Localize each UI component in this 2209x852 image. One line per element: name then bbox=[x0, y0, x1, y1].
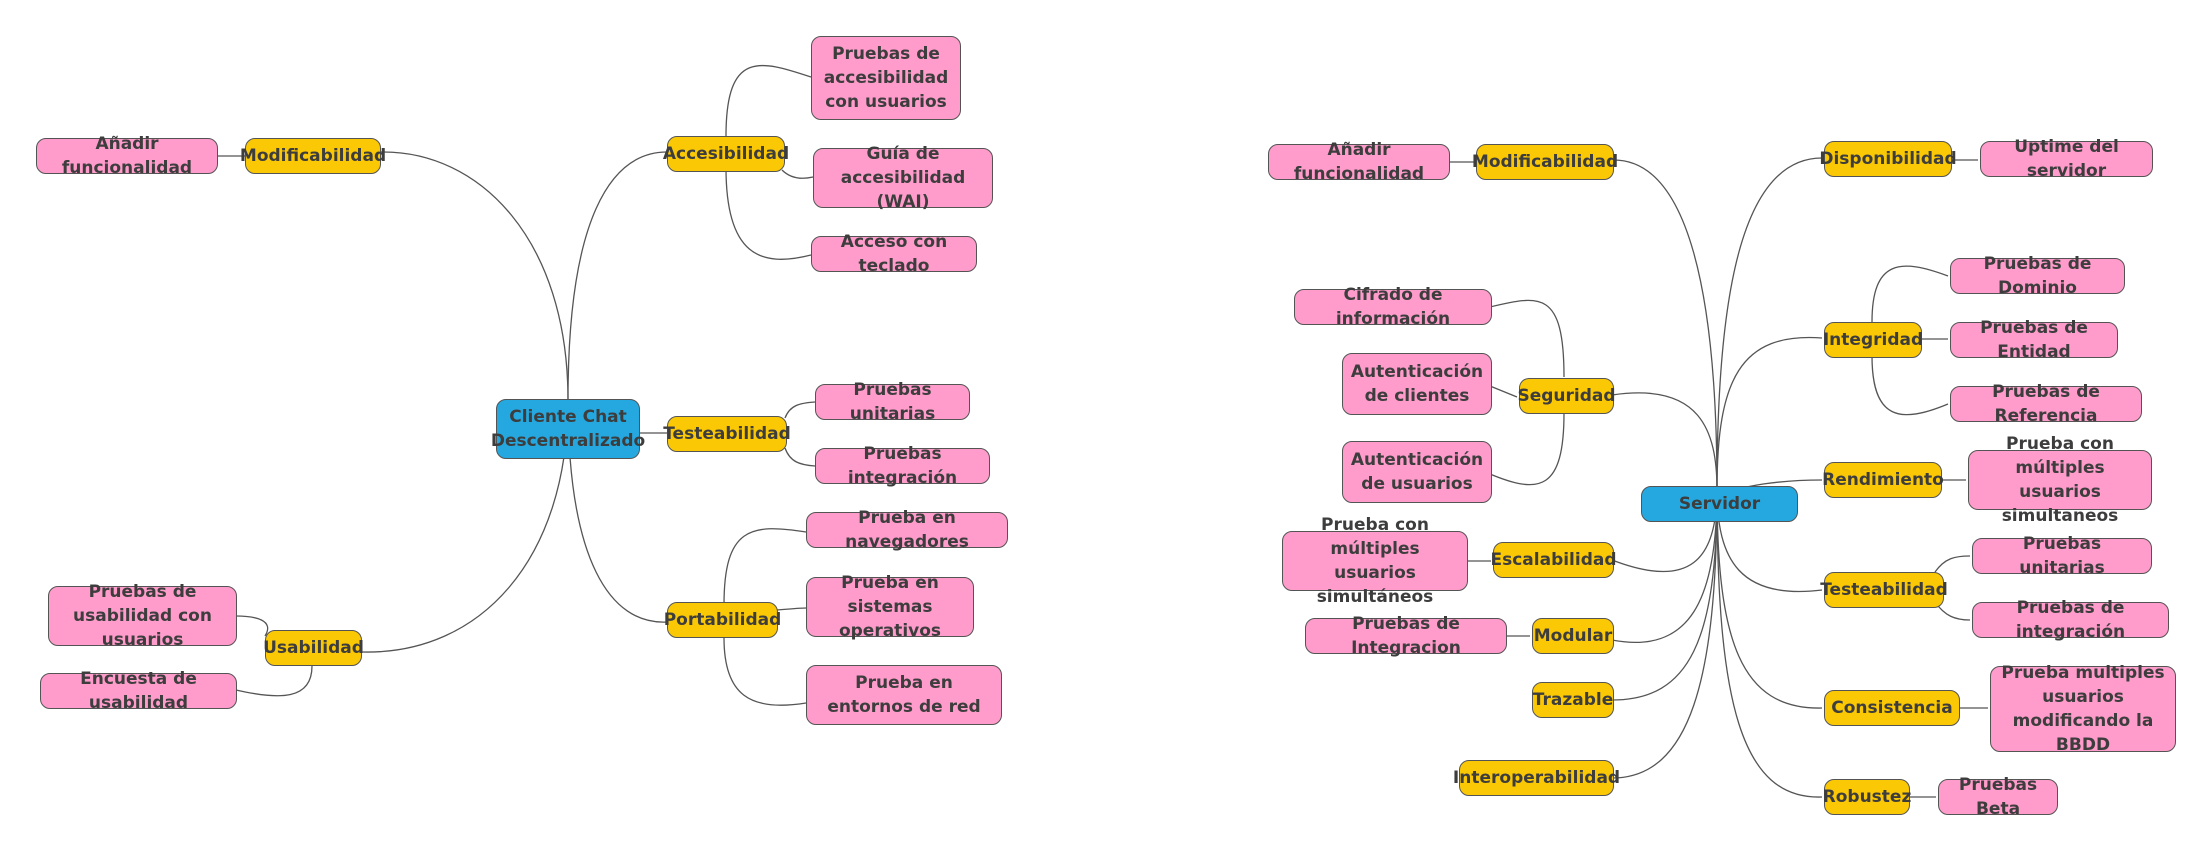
category-accesibilidad[interactable]: Accesibilidad bbox=[663, 136, 789, 172]
leaf-pruebas-referencia[interactable]: Pruebas de Referencia bbox=[1950, 382, 2142, 426]
edge bbox=[1489, 299, 1565, 378]
root-node-servidor[interactable]: Servidor bbox=[1641, 486, 1798, 522]
leaf-anadir-funcionalidad[interactable]: Añadir funcionalidad bbox=[36, 134, 218, 178]
edge bbox=[784, 447, 816, 467]
leaf-prueba-sistemas-operativos[interactable]: Prueba en sistemas operativos bbox=[806, 573, 974, 641]
leaf-autenticacion-usuarios[interactable]: Autenticación de usuarios bbox=[1342, 441, 1492, 503]
leaf-pruebas-accesibilidad-usuarios[interactable]: Pruebas de accesibilidad con usuarios bbox=[811, 36, 961, 120]
leaf-pruebas-integracion-srv2[interactable]: Pruebas de integración bbox=[1972, 598, 2169, 642]
edge bbox=[361, 399, 569, 653]
edge bbox=[723, 637, 807, 706]
edge bbox=[379, 151, 569, 401]
edge bbox=[567, 151, 668, 401]
edge bbox=[1716, 336, 1823, 491]
edge bbox=[725, 167, 812, 260]
leaf-prueba-entornos-red[interactable]: Prueba en entornos de red bbox=[806, 665, 1002, 725]
leaf-cifrado-informacion[interactable]: Cifrado de información bbox=[1294, 285, 1492, 329]
edge bbox=[723, 528, 807, 606]
category-modificabilidad[interactable]: Modificabilidad bbox=[240, 138, 386, 174]
edge bbox=[1611, 489, 1718, 779]
leaf-pruebas-unitarias[interactable]: Pruebas unitarias bbox=[815, 380, 970, 424]
edge bbox=[1716, 489, 1823, 709]
edge bbox=[1716, 489, 1823, 798]
leaf-prueba-multiples-usuarios-simultaneos-rend[interactable]: Prueba con múltiples usuarios simultaneo… bbox=[1968, 434, 2152, 526]
leaf-autenticacion-clientes[interactable]: Autenticación de clientes bbox=[1342, 353, 1492, 415]
leaf-prueba-multiples-usuarios-simultaneos[interactable]: Prueba con múltiples usuarios simultáneo… bbox=[1282, 515, 1468, 607]
leaf-anadir-funcionalidad-srv[interactable]: Añadir funcionalidad bbox=[1268, 140, 1450, 184]
leaf-prueba-navegadores[interactable]: Prueba en navegadores bbox=[806, 508, 1008, 552]
leaf-pruebas-integracion[interactable]: Pruebas integración bbox=[815, 444, 990, 488]
category-escalabilidad[interactable]: Escalabilidad bbox=[1490, 542, 1617, 578]
leaf-pruebas-beta[interactable]: Pruebas Beta bbox=[1938, 775, 2058, 819]
edge bbox=[1871, 355, 1949, 416]
leaf-pruebas-integracion-srv[interactable]: Pruebas de Integracion bbox=[1305, 614, 1507, 658]
edge bbox=[1716, 157, 1823, 491]
edge bbox=[1489, 412, 1565, 486]
edge bbox=[725, 64, 812, 137]
category-robustez[interactable]: Robustez bbox=[1823, 779, 1911, 815]
leaf-prueba-multiples-usuarios-bbdd[interactable]: Prueba multiples usuarios modificando la… bbox=[1990, 663, 2176, 755]
category-seguridad[interactable]: Seguridad bbox=[1517, 378, 1616, 414]
leaf-uptime-servidor[interactable]: Uptime del servidor bbox=[1980, 137, 2153, 181]
category-integridad[interactable]: Integridad bbox=[1823, 322, 1923, 358]
category-trazable[interactable]: Trazable bbox=[1532, 682, 1614, 718]
leaf-pruebas-usabilidad-usuarios[interactable]: Pruebas de usabilidad con usuarios bbox=[48, 582, 237, 650]
leaf-guia-accesibilidad-wai[interactable]: Guía de accesibilidad (WAI) bbox=[813, 144, 993, 212]
leaf-acceso-teclado[interactable]: Acceso con teclado bbox=[811, 232, 977, 276]
edge bbox=[775, 607, 807, 611]
leaf-encuesta-usabilidad[interactable]: Encuesta de usabilidad bbox=[40, 669, 237, 713]
category-modificabilidad-srv[interactable]: Modificabilidad bbox=[1472, 144, 1618, 180]
category-interoperabilidad[interactable]: Interoperabilidad bbox=[1453, 760, 1620, 796]
edge bbox=[1489, 385, 1518, 398]
category-rendimiento[interactable]: Rendimiento bbox=[1822, 462, 1944, 498]
edge bbox=[1611, 392, 1718, 491]
category-disponibilidad[interactable]: Disponibilidad bbox=[1819, 141, 1957, 177]
category-usabilidad[interactable]: Usabilidad bbox=[263, 630, 364, 666]
edge bbox=[784, 401, 816, 419]
leaf-pruebas-entidad[interactable]: Pruebas de Entidad bbox=[1950, 318, 2118, 362]
edge bbox=[1871, 265, 1949, 323]
category-consistencia[interactable]: Consistencia bbox=[1824, 690, 1960, 726]
edge bbox=[235, 615, 269, 637]
edge bbox=[1611, 159, 1718, 491]
leaf-pruebas-dominio[interactable]: Pruebas de Dominio bbox=[1950, 254, 2125, 298]
leaf-pruebas-unitarias-srv[interactable]: Pruebas unitarias bbox=[1972, 534, 2152, 578]
edge bbox=[781, 169, 814, 179]
edge bbox=[235, 665, 313, 697]
root-node-cliente-chat[interactable]: Cliente Chat Descentralizado bbox=[491, 399, 645, 459]
category-modular[interactable]: Modular bbox=[1532, 618, 1614, 654]
category-portabilidad[interactable]: Portabilidad bbox=[664, 602, 781, 638]
edge bbox=[1934, 555, 1971, 573]
category-testeabilidad-srv[interactable]: Testeabilidad bbox=[1820, 572, 1948, 608]
category-testeabilidad[interactable]: Testeabilidad bbox=[663, 416, 791, 452]
